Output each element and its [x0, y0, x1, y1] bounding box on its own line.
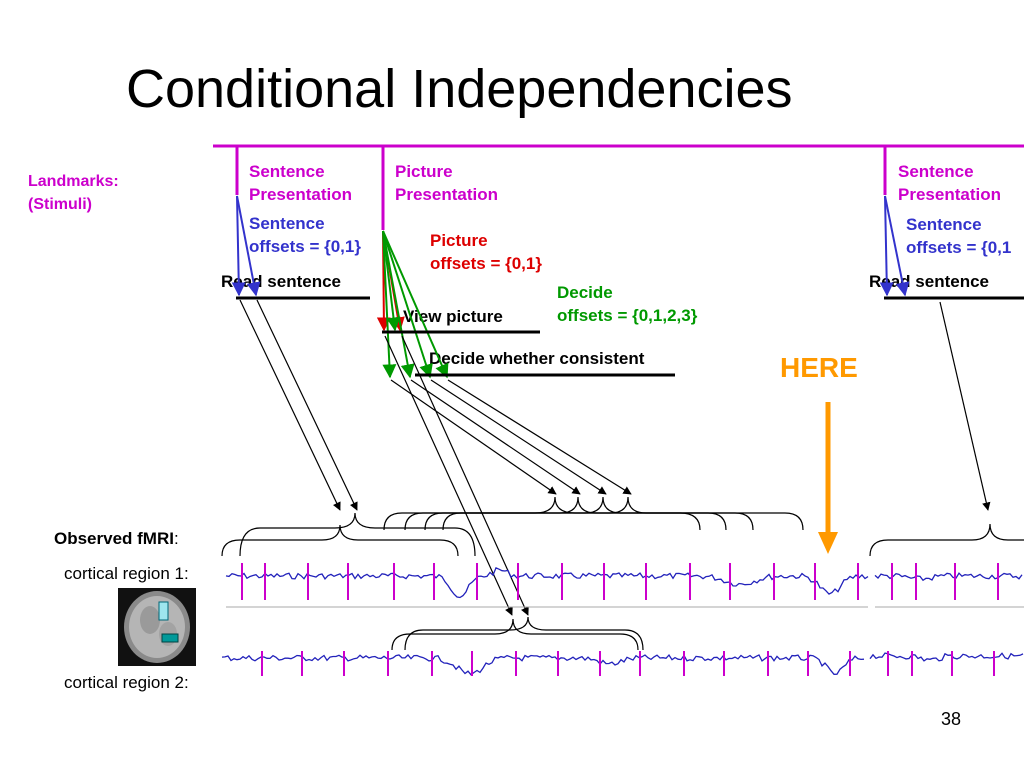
sentence-offset-arrow-0 — [231, 195, 246, 297]
picture-offsets-label: Picture offsets = {0,1} — [430, 229, 542, 275]
observed-fmri-label: Observed fMRI: — [54, 529, 179, 549]
influence-arrow-rs1-b — [256, 299, 358, 511]
influence-arrow-vp-b — [401, 335, 529, 616]
cortical-region-1-label: cortical region 1: — [64, 564, 189, 583]
decide-offset-arrow-1 — [382, 230, 415, 379]
region-2-signal-right — [869, 652, 1024, 662]
brace-sentence-2 — [869, 523, 1024, 557]
influence-arrow-dc-1 — [410, 379, 581, 495]
decide-offset-arrow-3 — [382, 230, 449, 379]
slide-title: Conditional Independencies — [126, 59, 793, 119]
region-2-marker — [161, 633, 179, 643]
sentence-presentation-1-line2: Presentation — [249, 185, 352, 204]
influence-arrow-dc-3 — [447, 379, 632, 495]
landmark-ticks — [241, 563, 999, 676]
region-1-marker — [158, 601, 169, 621]
here-label: HERE — [780, 352, 858, 383]
cortical-region-2-label: cortical region 2: — [64, 673, 189, 692]
influence-arrow-dc-0 — [390, 379, 557, 495]
influence-arrow-rs1-a — [239, 299, 341, 511]
influence-arrow-rs2 — [939, 301, 991, 511]
sentence-presentation-label-2: Sentence Presentation — [898, 160, 1001, 206]
decide-offset-arrow-2 — [382, 230, 433, 379]
sentence-offsets-2-line1: Sentence — [906, 215, 982, 234]
observed-fmri-colon: : — [173, 529, 179, 548]
region-1-signal-right — [874, 572, 1023, 582]
brace-view-picture-a — [391, 618, 639, 651]
view-picture-label: View picture — [403, 307, 503, 326]
sentence-offsets-1-line2: offsets = {0,1} — [249, 237, 361, 256]
observed-fmri-text: Observed fMRI — [54, 529, 174, 548]
sentence-offset-arrow-2-0 — [879, 195, 894, 297]
page-number: 38 — [941, 709, 962, 729]
brace-decide-0 — [383, 496, 701, 531]
sentence-offsets-label-1: Sentence offsets = {0,1} — [249, 212, 361, 258]
region-2-signal — [221, 654, 865, 676]
decide-offset-arrow-0 — [382, 230, 397, 379]
brace-decide-2 — [424, 496, 754, 531]
decide-offset-arrow-4 — [382, 230, 401, 332]
influence-arrow-vp-a — [384, 335, 513, 616]
sentence-offsets-label-2: Sentence offsets = {0,1 — [906, 213, 1011, 259]
picture-presentation-line2: Presentation — [395, 185, 498, 204]
region-1-signal — [225, 567, 869, 599]
sentence-presentation-2-line1: Sentence — [898, 162, 974, 181]
brace-sentence-1-inner — [239, 512, 476, 557]
sentence-offset-arrow-1 — [236, 195, 261, 297]
landmarks-label-line1: Landmarks: — [28, 173, 119, 190]
sentence-offsets-2-line2: offsets = {0,1 — [906, 238, 1012, 257]
landmarks-label: Landmarks: (Stimuli) — [28, 170, 119, 216]
brace-view-picture-b — [404, 616, 644, 651]
sentence-offset-arrow-2-1 — [884, 195, 910, 297]
decide-offsets-label: Decide offsets = {0,1,2,3} — [557, 281, 697, 327]
sentence-offsets-1-line1: Sentence — [249, 214, 325, 233]
picture-offsets-line1: Picture — [430, 231, 488, 250]
picture-presentation-line1: Picture — [395, 162, 453, 181]
sentence-presentation-2-line2: Presentation — [898, 185, 1001, 204]
brace-sentence-1-outer — [221, 524, 459, 557]
brace-decide-3 — [442, 496, 804, 531]
brain-scan-image — [118, 588, 196, 666]
sentence-presentation-1-line1: Sentence — [249, 162, 325, 181]
decide-consistent-label: Decide whether consistent — [429, 349, 645, 368]
here-arrow-head — [818, 532, 838, 554]
decide-offsets-line1: Decide — [557, 283, 613, 302]
landmarks-label-line2: (Stimuli) — [28, 196, 92, 213]
sentence-presentation-label-1: Sentence Presentation — [249, 160, 352, 206]
decide-offsets-line2: offsets = {0,1,2,3} — [557, 306, 698, 325]
picture-presentation-label: Picture Presentation — [395, 160, 498, 206]
brace-decide-1 — [404, 496, 727, 531]
influence-arrow-dc-2 — [430, 379, 607, 495]
picture-offsets-line2: offsets = {0,1} — [430, 254, 542, 273]
